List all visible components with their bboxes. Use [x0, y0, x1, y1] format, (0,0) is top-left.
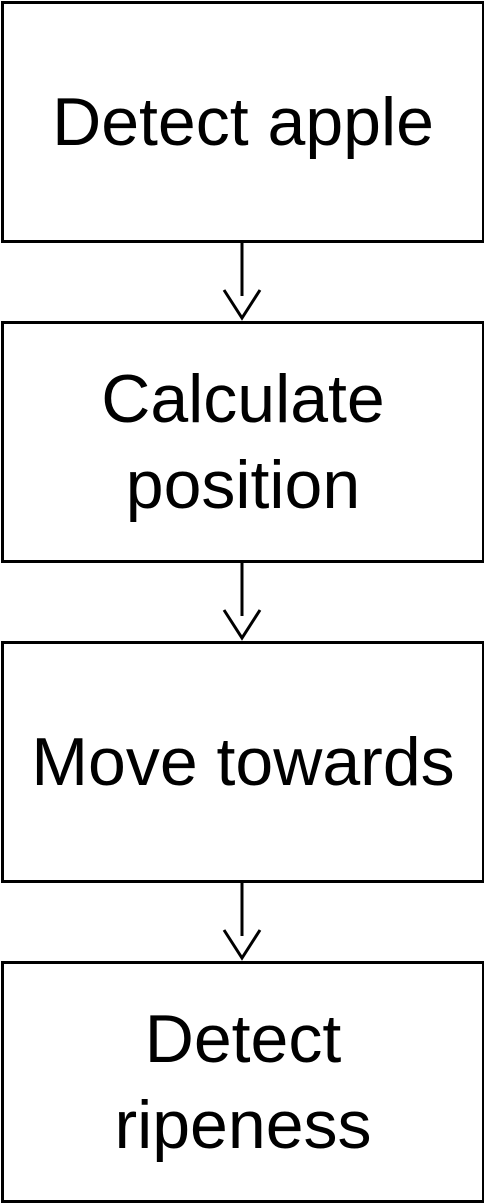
step-detect-ripeness: Detect ripeness	[1, 961, 484, 1203]
step-move-towards: Move towards	[1, 641, 484, 883]
arrow-3-to-4	[222, 882, 262, 961]
step-label-line-2: ripeness	[114, 1087, 372, 1163]
arrow-down-icon	[222, 289, 262, 321]
step-label-line-2: position	[125, 447, 361, 523]
arrow-1-to-2	[222, 242, 262, 321]
arrow-2-to-3	[222, 562, 262, 641]
arrow-down-icon	[222, 929, 262, 961]
step-label: Move towards	[31, 724, 455, 800]
step-label-line-1: Detect	[144, 1001, 342, 1077]
arrow-down-icon	[222, 609, 262, 641]
step-label-line-1: Calculate	[101, 361, 385, 437]
step-detect-apple: Detect apple	[1, 1, 484, 243]
step-label: Detect apple	[52, 84, 434, 160]
step-calculate-position: Calculate position	[1, 321, 484, 563]
